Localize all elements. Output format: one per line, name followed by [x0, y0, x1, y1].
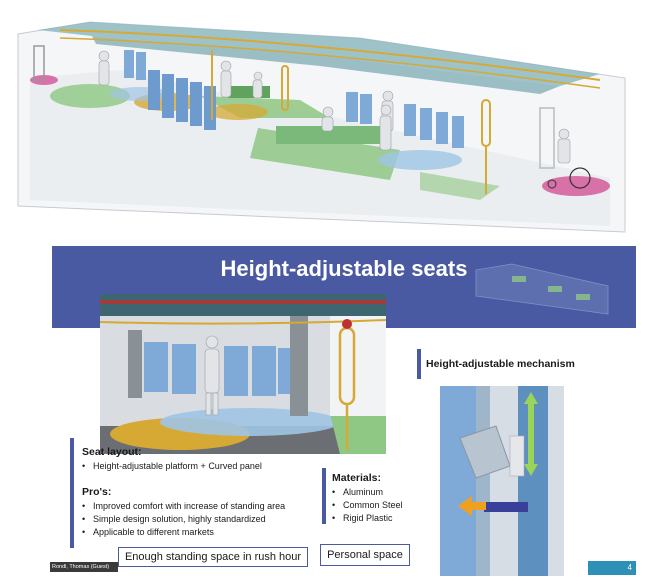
materials-list: Aluminum Common Steel Rigid Plastic	[330, 486, 430, 525]
seat-layout-heading: Seat layout:	[82, 446, 142, 458]
list-item: Height-adjustable platform + Curved pane…	[80, 460, 360, 473]
seat-layout-list: Height-adjustable platform + Curved pane…	[80, 460, 360, 473]
pros-heading: Pro's:	[82, 486, 112, 498]
slide-title: Height-adjustable seats	[220, 256, 468, 281]
train-interior-illustration	[17, 21, 626, 233]
standing-space-box: Enough standing space in rush hour	[118, 547, 308, 567]
materials-heading: Materials:	[332, 472, 382, 484]
list-item: Common Steel	[330, 499, 430, 512]
list-item: Simple design solution, highly standardi…	[80, 513, 370, 526]
mechanism-closeup-render	[440, 386, 564, 576]
pros-list: Improved comfort with increase of standi…	[80, 500, 370, 539]
train-thumbnail	[475, 263, 609, 315]
list-item: Aluminum	[330, 486, 430, 499]
list-item: Improved comfort with increase of standi…	[80, 500, 370, 513]
page-number: 4	[588, 561, 636, 575]
mechanism-label: Height-adjustable mechanism	[426, 358, 575, 370]
mechanism-accent-bar	[417, 349, 421, 379]
materials-accent-bar	[322, 468, 326, 524]
list-item: Applicable to different markets	[80, 526, 370, 539]
presentation-slide: Height-adjustable seats	[50, 246, 636, 580]
personal-space-box: Personal space	[320, 544, 410, 566]
seat-layout-accent-bar	[70, 438, 74, 548]
presenter-name-tag: Rondl, Thomas (Guest)	[50, 562, 118, 572]
seat-interior-render	[100, 294, 386, 454]
list-item: Rigid Plastic	[330, 512, 430, 525]
